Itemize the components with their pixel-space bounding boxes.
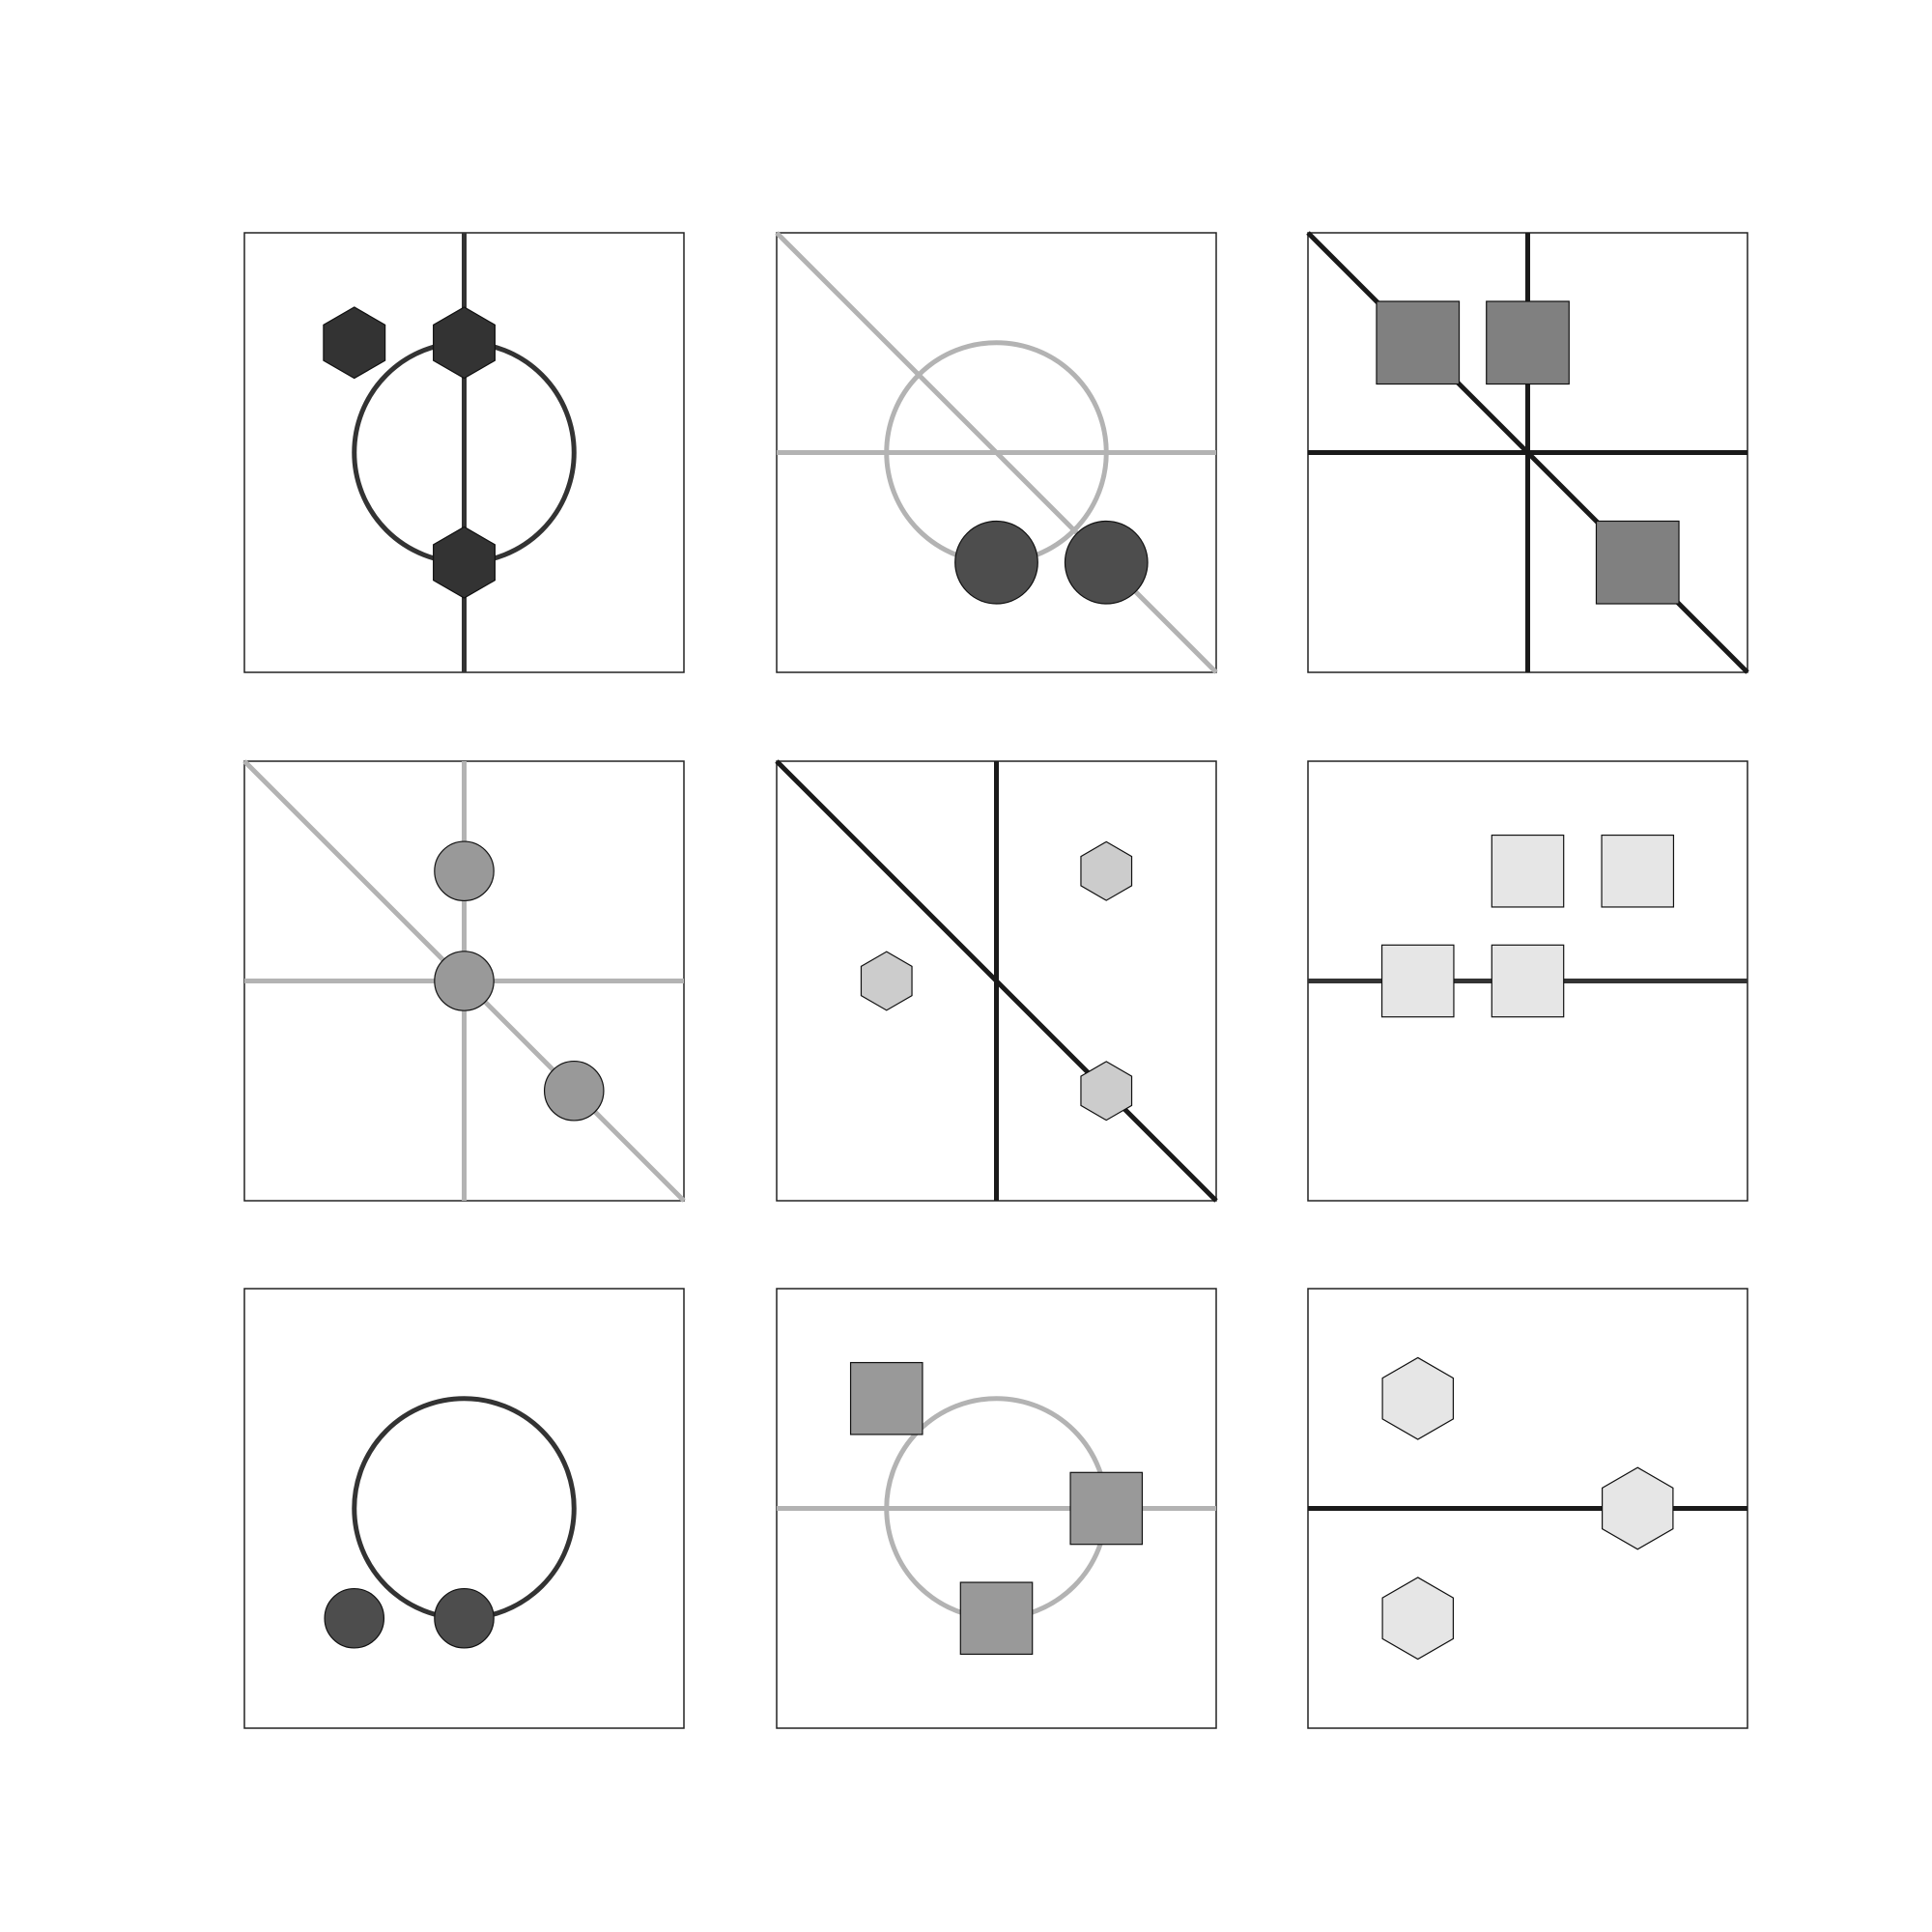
- panel-r2-c1: [242, 759, 686, 1203]
- hexagon-shape: [1080, 1061, 1133, 1122]
- hexagon-shape: [433, 306, 496, 380]
- panel-r2-c3: [1307, 760, 1748, 1202]
- square-shape: [1486, 300, 1570, 385]
- square-shape: [1601, 834, 1675, 908]
- hexagon-shape: [1381, 1577, 1455, 1661]
- panel-r2-c2: [775, 759, 1218, 1203]
- hexagon-shape: [323, 306, 386, 380]
- panel-r1-c3: [1306, 231, 1749, 674]
- square-shape: [1380, 944, 1455, 1018]
- circle-shape: [1064, 520, 1149, 605]
- hexagon-shape: [1381, 1356, 1455, 1440]
- circle-shape: [434, 840, 495, 902]
- circle-shape: [543, 1060, 605, 1122]
- panel-r3-c2: [776, 1288, 1217, 1729]
- square-shape: [1376, 300, 1461, 385]
- panel-frame: [243, 1288, 685, 1729]
- panels-layer: [242, 231, 1749, 1729]
- hexagon-shape: [860, 951, 913, 1011]
- circle-shape: [954, 520, 1038, 605]
- circle-shape: [434, 951, 495, 1011]
- square-shape: [1491, 944, 1565, 1018]
- hexagon-shape: [1601, 1466, 1674, 1550]
- panel-r3-c1: [243, 1288, 685, 1729]
- panel-r1-c1: [243, 232, 685, 673]
- square-shape: [1595, 520, 1680, 605]
- panel-r1-c2: [775, 231, 1218, 674]
- hexagon-shape: [433, 526, 496, 599]
- panel-r3-c3: [1307, 1288, 1748, 1729]
- square-shape: [849, 1361, 923, 1435]
- circle-shape: [434, 1587, 495, 1649]
- hexagon-shape: [1080, 840, 1133, 901]
- square-shape: [959, 1581, 1034, 1656]
- square-shape: [1069, 1471, 1144, 1546]
- circle-shape: [324, 1587, 385, 1649]
- square-shape: [1491, 834, 1565, 908]
